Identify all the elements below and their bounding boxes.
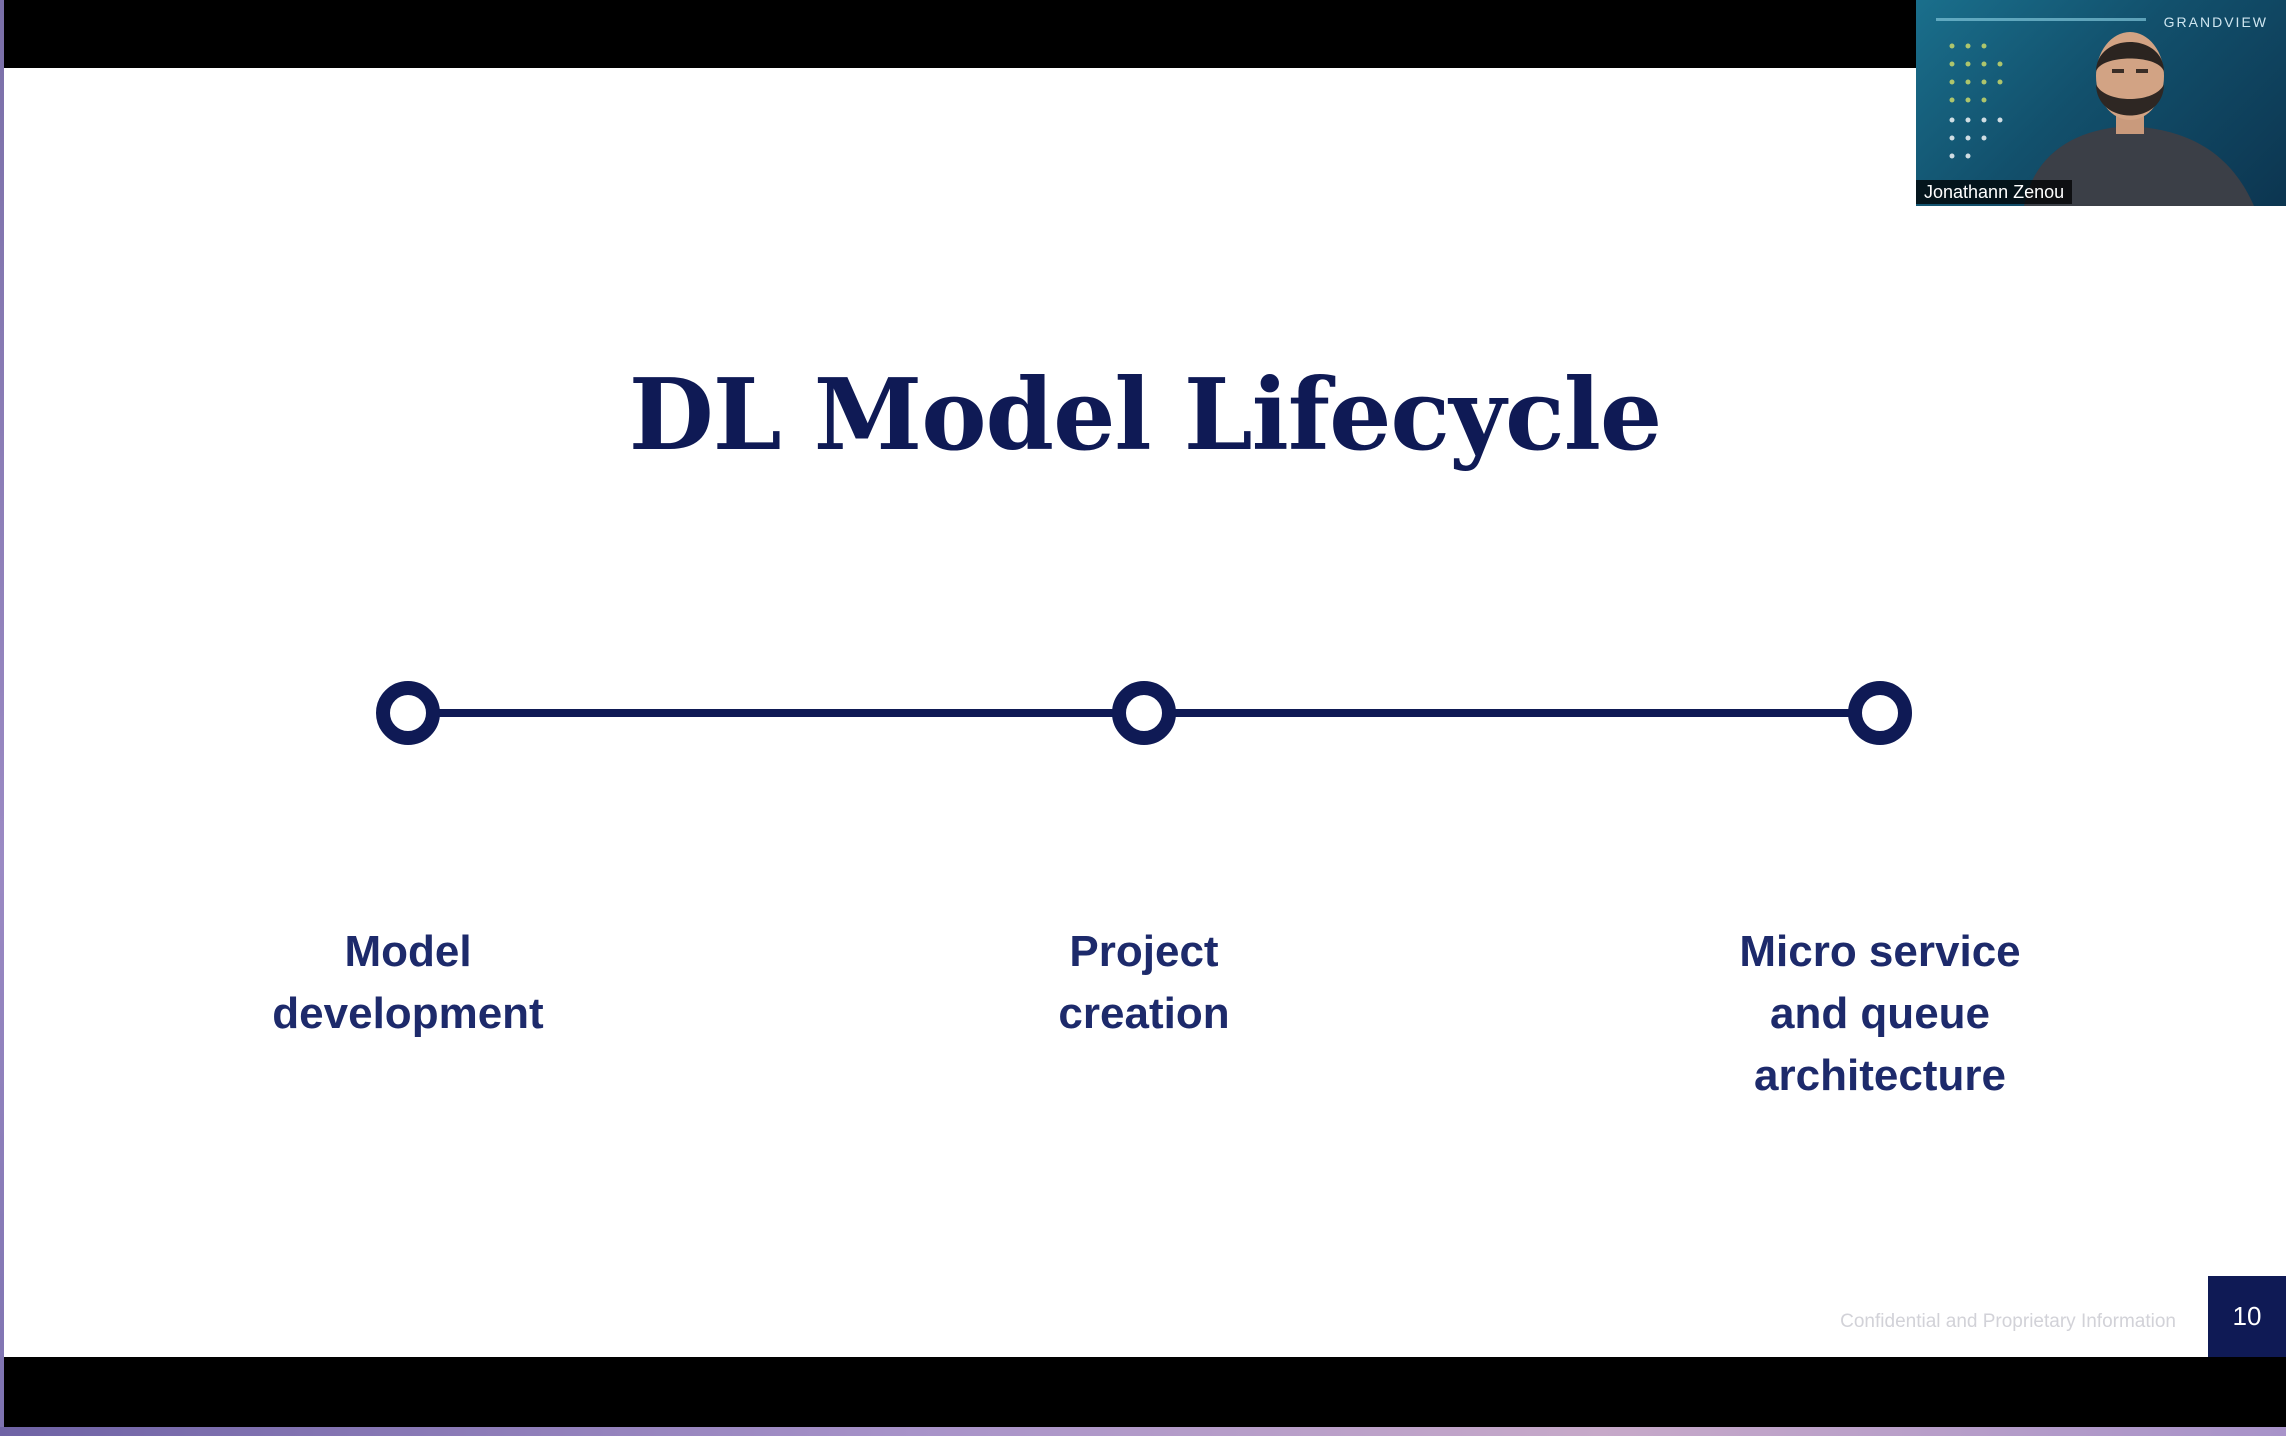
participant-video-tile[interactable]: GRANDVIEW Jonathann Zenou (1916, 0, 2286, 206)
letterbox-bottom (4, 1357, 2286, 1427)
slide-page-number: 10 (2208, 1276, 2286, 1357)
presentation-slide: DL Model Lifecycle Model development Pro… (4, 68, 2286, 1357)
step-label-line: development (272, 989, 544, 1038)
step-label-line: creation (1058, 989, 1230, 1038)
timeline-node-2 (1112, 681, 1176, 745)
window-edge-left (0, 0, 4, 1436)
step-label-project-creation: Project creation (924, 921, 1364, 1045)
timeline-node-1 (376, 681, 440, 745)
backdrop-brand-text: GRANDVIEW (2163, 14, 2268, 30)
slide-title: DL Model Lifecycle (628, 358, 1663, 473)
step-label-line: Micro service (1739, 927, 2021, 976)
step-label-line: architecture (1754, 1051, 2006, 1100)
step-label-line: Model (344, 927, 472, 976)
window-edge-bottom (0, 1427, 2286, 1436)
step-label-line: Project (1069, 927, 1219, 976)
backdrop-stripe (1936, 18, 2146, 21)
timeline-node-3 (1848, 681, 1912, 745)
speaker-figure (2024, 32, 2254, 206)
step-label-microservice-architecture: Micro service and queue architecture (1660, 921, 2100, 1107)
step-label-line: and queue (1769, 989, 1991, 1038)
confidential-note: Confidential and Proprietary Information (1840, 1311, 2176, 1332)
lifecycle-timeline (376, 681, 1912, 745)
step-label-model-development: Model development (188, 921, 628, 1045)
backdrop-dots-pattern (1949, 43, 2003, 159)
letterbox-top (4, 0, 2286, 68)
participant-name-label: Jonathann Zenou (1916, 180, 2073, 204)
